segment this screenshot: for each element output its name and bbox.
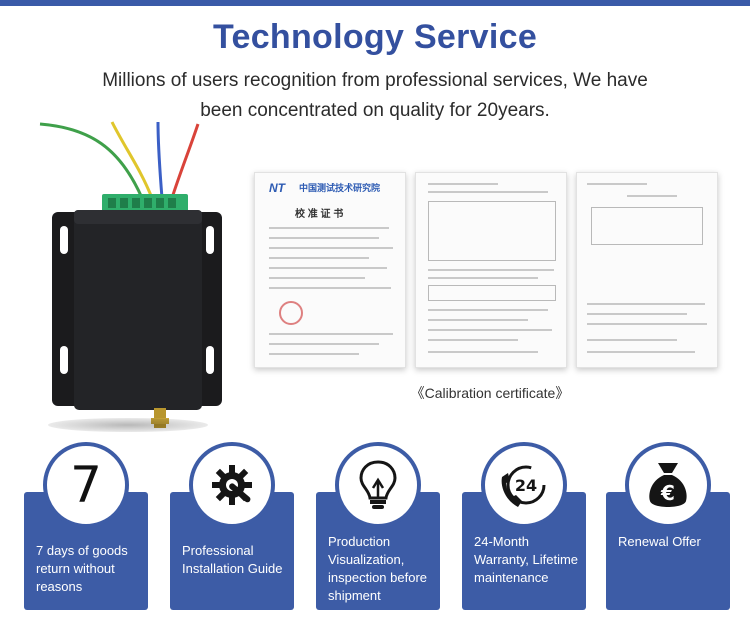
lightbulb-icon — [335, 442, 421, 528]
service-label: 7 days of goods return without reasons — [36, 543, 128, 594]
phone-24-icon: 24 — [481, 442, 567, 528]
service-label: Professional Installation Guide — [182, 543, 283, 576]
service-label: Renewal Offer — [618, 534, 701, 549]
svg-text:24: 24 — [515, 476, 537, 495]
red-seal-stamp — [279, 301, 303, 325]
page-subtitle: Millions of users recognition from profe… — [0, 66, 750, 126]
service-label: Production Visualization, inspection bef… — [328, 534, 428, 603]
service-label: 24-Month Warranty, Lifetime maintenance — [474, 534, 579, 585]
certificate-caption: 《Calibration certificate》 — [410, 385, 570, 401]
page-title: Technology Service — [212, 18, 538, 56]
certificate-page-1: NT 中国测试技术研究院 校 准 证 书 — [254, 172, 406, 368]
seven-days-icon: 7 — [43, 442, 129, 528]
rs485-module-illustration — [39, 121, 222, 428]
cert-heading: 校 准 证 书 — [295, 209, 344, 220]
top-accent-bar — [0, 0, 750, 6]
gear-wrench-icon — [189, 442, 275, 528]
subtitle-line-2: been concentrated on quality for 20years… — [200, 100, 550, 121]
svg-text:€: € — [660, 481, 675, 505]
seven-number: 7 — [70, 456, 102, 514]
euro-moneybag-icon: € — [625, 442, 711, 528]
service-card-renewal: € Renewal Offer — [606, 442, 730, 612]
device-shadow — [48, 418, 208, 432]
cert-logo: NT — [269, 181, 285, 195]
subtitle-line-1: Millions of users recognition from profe… — [102, 70, 648, 91]
service-card-warranty: 24 24-Month Warranty, Lifetime maintenan… — [462, 442, 586, 612]
product-device-image — [30, 118, 240, 448]
service-card-return: 7 7 days of goods return without reasons — [24, 442, 148, 612]
service-card-production: Production Visualization, inspection bef… — [316, 442, 440, 612]
certificate-page-2 — [415, 172, 567, 368]
certificate-page-3 — [576, 172, 718, 368]
service-card-installation: Professional Installation Guide — [170, 442, 294, 612]
cert-organization: 中国测试技术研究院 — [299, 183, 381, 193]
